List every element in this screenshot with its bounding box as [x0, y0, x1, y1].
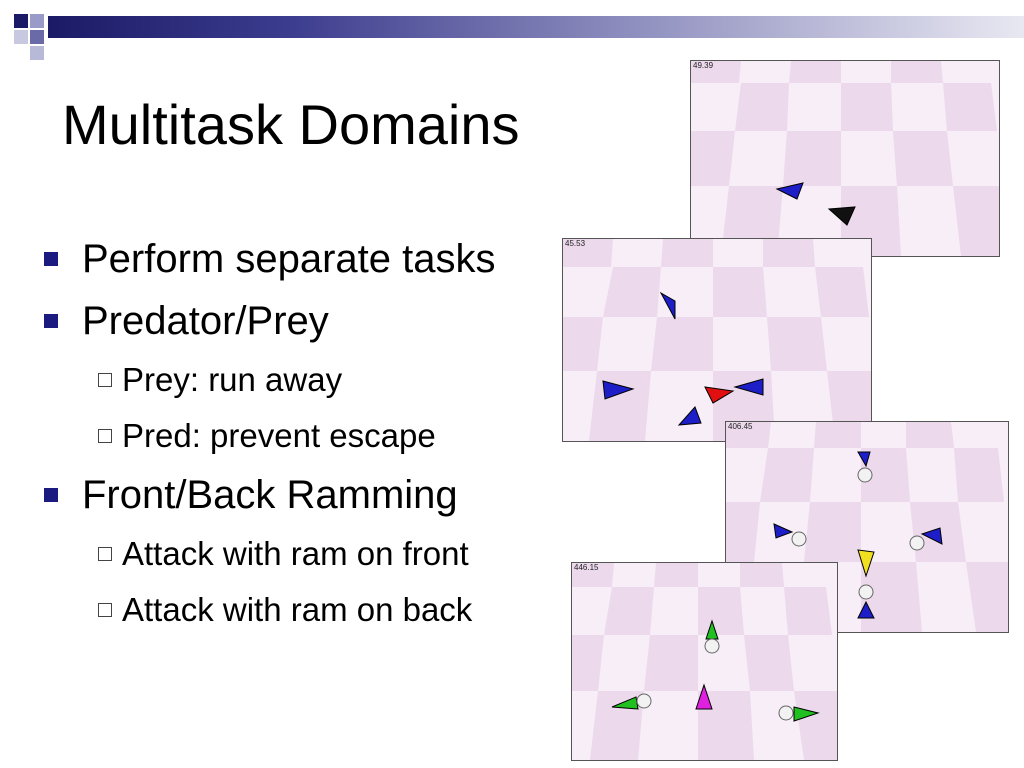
sub-bullet-text: Attack with ram on back	[122, 591, 473, 628]
bullet-list: Perform separate tasks Predator/Prey Pre…	[44, 228, 564, 638]
sub-bullet-item: Prey: run away	[44, 352, 564, 408]
agent-marks	[611, 619, 820, 722]
header-square-light	[30, 14, 44, 28]
agent-marks	[602, 291, 764, 426]
hollow-square-icon	[98, 373, 112, 387]
simulation-screenshot-4: 446.15	[571, 562, 838, 761]
screenshot-timestamp: 45.53	[565, 239, 586, 248]
hollow-square-icon	[98, 547, 112, 561]
screenshot-timestamp: 446.15	[574, 563, 599, 572]
header-square-pale2	[30, 46, 44, 60]
checkerboard-scene	[691, 61, 999, 256]
bullet-text: Perform separate tasks	[82, 236, 496, 281]
screenshot-timestamp: 406.45	[728, 422, 753, 431]
bullet-square-icon	[44, 252, 58, 266]
checkerboard-scene	[572, 563, 837, 760]
agent-marks	[773, 451, 943, 619]
checkerboard-scene	[726, 422, 1008, 632]
checkerboard-scene	[563, 239, 871, 441]
simulation-screenshot-2: 45.53	[562, 238, 872, 442]
bullet-text: Predator/Prey	[82, 298, 329, 343]
hollow-square-icon	[98, 429, 112, 443]
bullet-item: Front/Back Ramming	[44, 464, 564, 526]
sub-bullet-item: Attack with ram on front	[44, 526, 564, 582]
sub-bullet-text: Prey: run away	[122, 361, 343, 398]
sub-bullet-item: Attack with ram on back	[44, 582, 564, 638]
bullet-item: Perform separate tasks	[44, 228, 564, 290]
header-square-dark	[14, 14, 28, 28]
hollow-square-icon	[98, 603, 112, 617]
bullet-item: Predator/Prey	[44, 290, 564, 352]
header-square-pale	[14, 30, 28, 44]
bullet-square-icon	[44, 488, 58, 502]
screenshot-timestamp: 49.39	[693, 61, 714, 70]
header-square-mid	[30, 30, 44, 44]
bullet-text: Front/Back Ramming	[82, 472, 458, 517]
sub-bullet-text: Pred: prevent escape	[122, 417, 436, 454]
slide-title: Multitask Domains	[62, 93, 520, 156]
header-band	[48, 16, 1024, 38]
sub-bullet-item: Pred: prevent escape	[44, 408, 564, 464]
bullet-square-icon	[44, 314, 58, 328]
agent-marks	[775, 182, 856, 226]
simulation-screenshot-1: 49.39	[690, 60, 1000, 257]
sub-bullet-text: Attack with ram on front	[122, 535, 469, 572]
